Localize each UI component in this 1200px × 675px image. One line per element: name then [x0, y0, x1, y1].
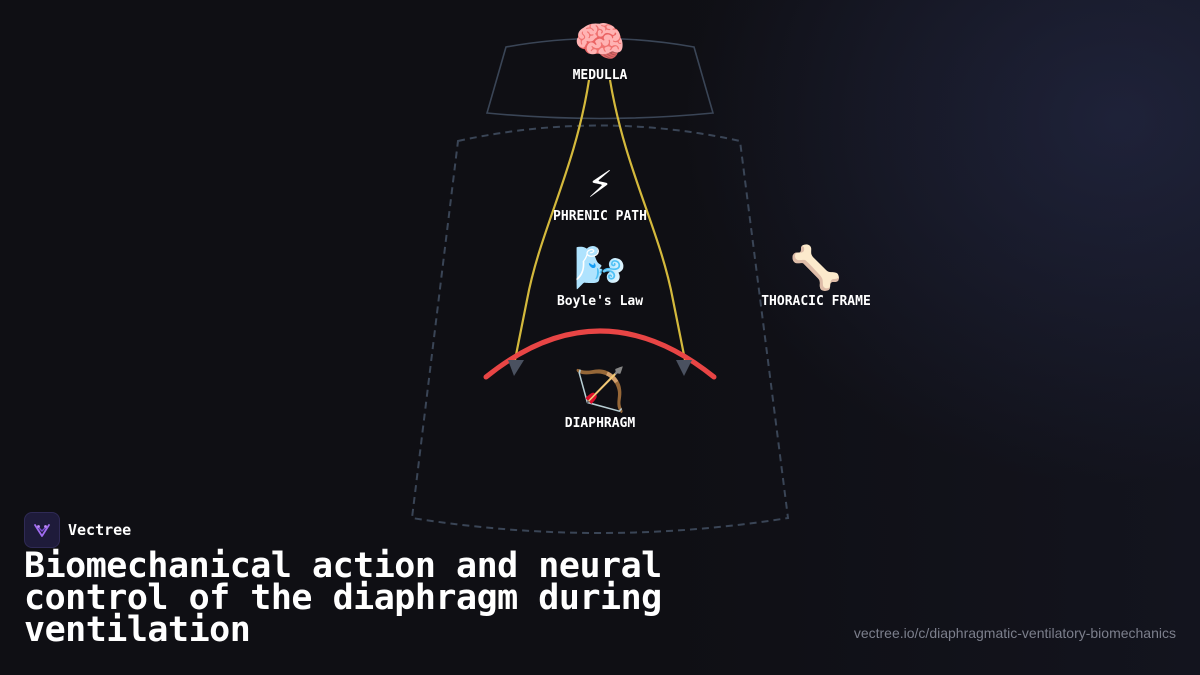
page-title: Biomechanical action and neural control … [24, 546, 662, 650]
medulla-node: 🧠 MEDULLA [572, 17, 628, 84]
diaphragm-node: 🏹 DIAPHRAGM [564, 365, 636, 432]
thoracic-cavity-outline [410, 124, 790, 534]
left-phrenic-nerve-path [513, 79, 591, 361]
brand[interactable]: Vectree [24, 512, 131, 548]
diaphragm-label: DIAPHRAGM [564, 416, 636, 431]
left-arrowhead [508, 360, 524, 376]
medulla-region-outline [485, 37, 715, 120]
phrenic-path-node: ⚡ PHRENIC PATH [553, 158, 647, 225]
bow-and-arrow-icon: 🏹 [573, 365, 627, 414]
diaphragm-dome-curve [483, 328, 717, 380]
thoracic-frame-node: 🦴 THORACIC FRAME [761, 243, 871, 310]
lightning-icon: ⚡ [587, 158, 613, 207]
source-url-link[interactable]: vectree.io/c/diaphragmatic-ventilatory-b… [853, 625, 1176, 641]
boyles-law-node: 🌬️ Boyle's Law [556, 243, 644, 310]
thoracic-frame-label: THORACIC FRAME [761, 294, 871, 309]
medulla-label: MEDULLA [572, 68, 628, 83]
vectree-logo-icon [24, 512, 60, 548]
brand-name: Vectree [68, 521, 132, 539]
right-phrenic-nerve-path [608, 79, 687, 361]
brain-icon: 🧠 [573, 17, 627, 66]
wind-icon: 🌬️ [573, 243, 627, 292]
right-arrowhead [676, 360, 692, 376]
boyles-law-label: Boyle's Law [556, 294, 644, 309]
phrenic-path-label: PHRENIC PATH [553, 209, 647, 224]
bone-icon: 🦴 [789, 243, 843, 292]
